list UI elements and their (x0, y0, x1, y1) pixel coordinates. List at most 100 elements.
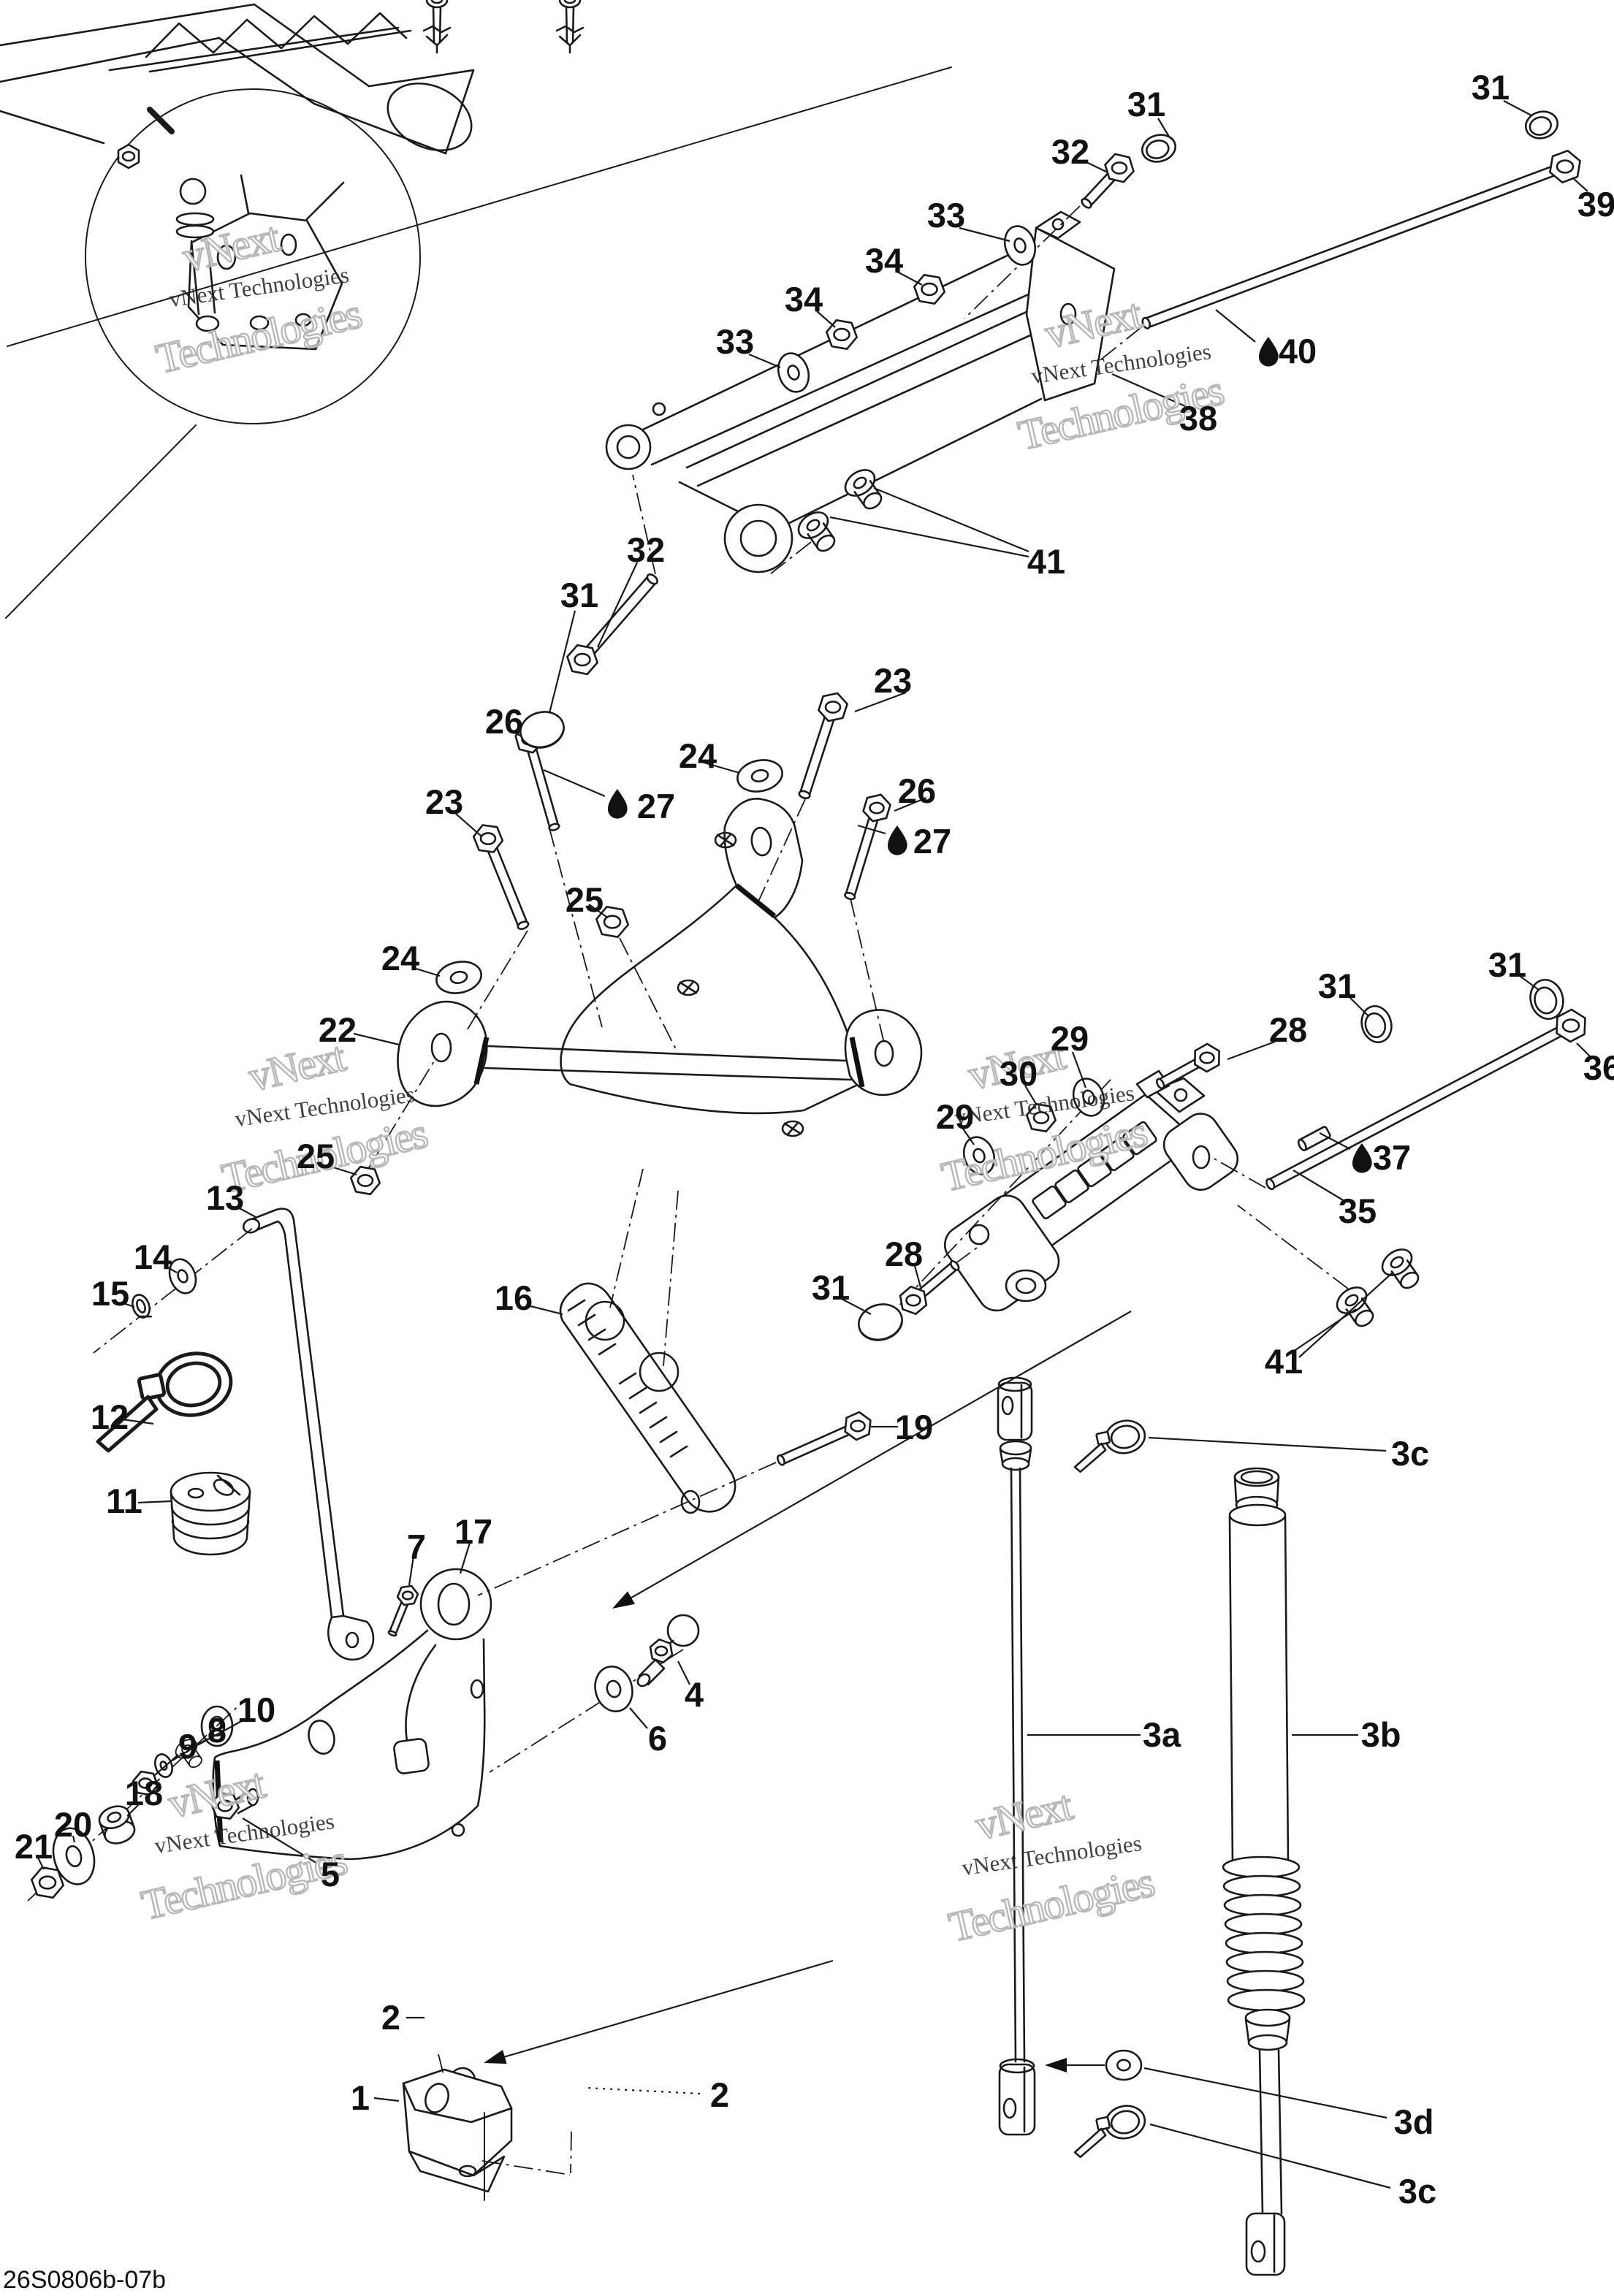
bolt-36 (1265, 1008, 1586, 1191)
drawing-code: 26S0806b-07b (3, 2266, 166, 2294)
part-label-29: 29 (1051, 1019, 1089, 1058)
assembly-arrow (1045, 2058, 1067, 2072)
bolt-28-lower (899, 1260, 960, 1316)
part-label-10: 10 (237, 1690, 275, 1729)
oil-drop-icon (1352, 1143, 1372, 1173)
part-label-2: 2 (710, 2075, 729, 2114)
cable-tie-3c-lower (1073, 2105, 1146, 2159)
assembly-arrow (612, 1591, 636, 1609)
part-label-24: 24 (381, 939, 419, 977)
ball-stud-4 (636, 1614, 700, 1687)
part-label-26: 26 (898, 771, 936, 810)
construction-lines (27, 205, 1349, 2175)
part-label-32: 32 (1051, 132, 1089, 171)
bolt-32-top (1081, 153, 1135, 209)
washer-24-left (435, 961, 482, 994)
bolt-32-lower (566, 573, 658, 676)
part-label-21: 21 (15, 1827, 53, 1866)
bolt-19 (777, 1411, 872, 1466)
shock-3b (1222, 1467, 1306, 2276)
part-label-36: 36 (1583, 1048, 1614, 1087)
part-label-2: 2 (381, 1998, 400, 2037)
part-label-24: 24 (679, 736, 717, 775)
part-label-32: 32 (627, 530, 665, 569)
part-label-4: 4 (685, 1675, 704, 1714)
washer-3d (1105, 2049, 1143, 2081)
part-label-1: 1 (351, 2078, 370, 2117)
ring-31-topright (1524, 110, 1559, 140)
nut-25-lower (349, 1165, 381, 1196)
part-label-12: 12 (91, 1397, 129, 1436)
bushing-5 (210, 1788, 259, 1820)
part-label-27: 27 (637, 787, 675, 825)
part-label-28: 28 (1269, 1010, 1307, 1049)
plug-11 (170, 1471, 251, 1556)
strap-12 (96, 1351, 233, 1453)
oil-drop-icon (887, 825, 907, 855)
part-label-37: 37 (1373, 1138, 1411, 1177)
bushing-10 (175, 1739, 202, 1769)
bushing-41-link-b (1381, 1248, 1420, 1289)
assembly-arrow (484, 2049, 507, 2064)
part-label-41: 41 (1265, 1342, 1303, 1381)
part-label-33: 33 (716, 322, 754, 361)
oil-drop-icon (1258, 337, 1279, 367)
part-label-22: 22 (319, 1010, 357, 1049)
part-label-28: 28 (885, 1235, 923, 1273)
part-label-39: 39 (1577, 185, 1614, 224)
part-label-8: 8 (208, 1711, 227, 1750)
pin-2-left (422, 0, 452, 54)
ring-31-topleft (1141, 134, 1176, 163)
washer-33-right (1003, 225, 1037, 266)
part-label-15: 15 (91, 1274, 129, 1313)
part-label-3c: 3c (1398, 2172, 1436, 2211)
bracket-22 (397, 798, 923, 1137)
nut-9 (132, 1770, 159, 1796)
part-label-18: 18 (125, 1774, 163, 1812)
part-label-14: 14 (134, 1237, 172, 1276)
part-label-13: 13 (206, 1178, 244, 1217)
washer-24-right (736, 759, 783, 793)
bolt-26-right (844, 793, 891, 901)
bolt-23-right (798, 692, 848, 800)
link-35 (944, 1069, 1239, 1312)
sleeve-37 (1297, 1126, 1331, 1151)
frame-assembly-topleft (0, 3, 952, 619)
part-label-31: 31 (1318, 966, 1356, 1005)
part-label-23: 23 (874, 661, 912, 700)
part-label-38: 38 (1179, 399, 1217, 438)
part-label-3b: 3b (1361, 1715, 1401, 1754)
part-label-6: 6 (648, 1719, 667, 1758)
nut-30 (1025, 1102, 1057, 1133)
part-label-3a: 3a (1143, 1715, 1181, 1754)
part-label-31: 31 (560, 576, 598, 614)
part-label-34: 34 (785, 280, 823, 319)
spacer-18 (98, 1805, 136, 1845)
bolt-28-top (1155, 1042, 1220, 1090)
part-label-25: 25 (566, 880, 604, 919)
part-label-34: 34 (865, 241, 903, 280)
part-label-29: 29 (936, 1097, 974, 1136)
direction-arrows (484, 1311, 1132, 2072)
anchor-bracket-1 (402, 2067, 513, 2201)
bolt-39 (1141, 149, 1581, 329)
part-label-17: 17 (454, 1512, 492, 1551)
lever-rod-13 (242, 1208, 375, 1661)
part-label-16: 16 (495, 1278, 533, 1317)
part-label-33: 33 (927, 196, 965, 234)
swing-arm-38 (605, 210, 1116, 573)
part-label-31: 31 (1127, 85, 1165, 123)
washer-14 (168, 1258, 197, 1294)
part-label-7: 7 (407, 1528, 426, 1566)
bushing-41-arm-a (797, 511, 836, 552)
part-label-9: 9 (178, 1727, 197, 1766)
washer-29-left (962, 1136, 996, 1175)
part-label-3d: 3d (1394, 2102, 1434, 2141)
svg-text:vNext: vNext (164, 1759, 270, 1827)
nut-34-right (913, 273, 946, 305)
part-label-41: 41 (1027, 542, 1065, 581)
